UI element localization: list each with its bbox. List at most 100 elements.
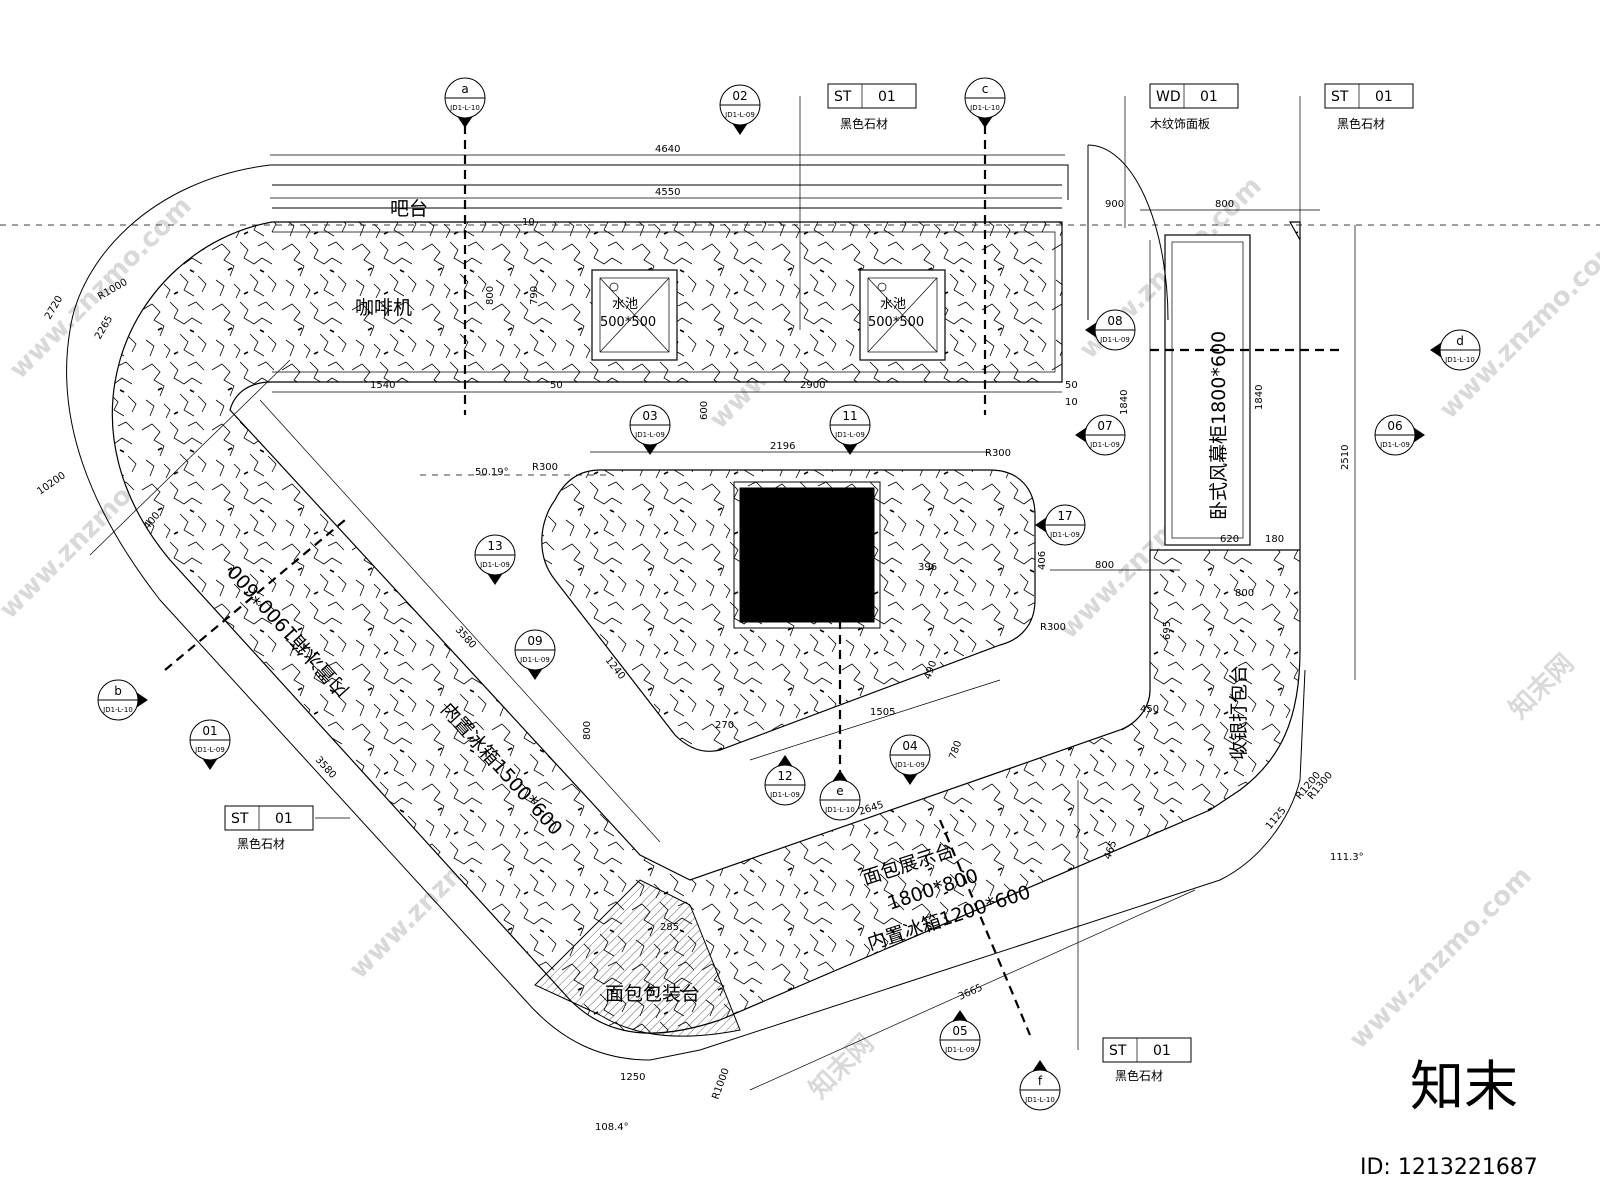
material-tag-1: ST 01 黑色石材 <box>799 83 917 330</box>
tag-desc: 黑色石材 <box>1115 1069 1163 1083</box>
marker-ref: JD1-L-09 <box>894 761 925 769</box>
marker-ref: JD1-L-10 <box>824 806 855 814</box>
dim-text: 3580 <box>453 625 478 651</box>
dim-text: 111.3° <box>1330 852 1364 863</box>
dim-text: 180 <box>1265 534 1284 545</box>
label-sink-right-size: 500*500 <box>868 315 924 330</box>
tag-desc: 木纹饰面板 <box>1150 117 1210 131</box>
marker-ref: JD1-L-09 <box>194 746 225 754</box>
label-horizontal-fridge: 卧式风幕柜1800*600 <box>1208 331 1230 520</box>
dim-text: 1840 <box>1254 385 1265 410</box>
elevation-markers: 02JD1-L-0908JD1-L-0903JD1-L-0911JD1-L-09… <box>189 84 1425 1061</box>
marker-ref: JD1-L-10 <box>1024 1096 1055 1104</box>
marker-label: 02 <box>732 89 747 103</box>
dimension-lines <box>89 154 1356 1091</box>
dim-text: 2265 <box>93 314 115 342</box>
dim-text: 800 <box>1235 588 1254 599</box>
dim-text: R300 <box>985 448 1011 459</box>
marker-label: 11 <box>842 409 857 423</box>
material-tag-4: ST 01 黑色石材 <box>224 805 350 851</box>
marker-label: 04 <box>902 739 917 753</box>
tag-num: 01 <box>1375 89 1393 105</box>
marker-label: 05 <box>952 1024 967 1038</box>
sink-left <box>591 269 678 361</box>
tag-num: 01 <box>1153 1043 1171 1059</box>
dim-text: 285 <box>660 922 679 933</box>
dim-text: 10 <box>522 217 535 228</box>
tag-num: 01 <box>878 89 896 105</box>
marker-label: a <box>461 82 468 96</box>
dim-text: 450 <box>1140 704 1159 715</box>
marker-label: f <box>1038 1074 1043 1088</box>
dim-text: 10 <box>1065 397 1078 408</box>
watermark-text: www.znzmo.com <box>1434 231 1600 425</box>
dim-text: 600 <box>699 401 710 420</box>
dim-text: 800 <box>1095 560 1114 571</box>
material-tag-2: WD 01 木纹饰面板 <box>1124 83 1239 228</box>
marker-ref: JD1-L-09 <box>634 431 665 439</box>
image-id-text: ID: 1213221687 <box>1360 1155 1538 1180</box>
marker-ref: JD1-L-10 <box>102 706 133 714</box>
tag-desc: 黑色石材 <box>1337 117 1385 131</box>
dim-text: 10200 <box>35 470 67 497</box>
dim-text: 2196 <box>770 441 795 452</box>
dim-text: 2900 <box>800 380 825 391</box>
dim-text: 2510 <box>1340 445 1351 470</box>
dim-text: R1000 <box>710 1067 731 1101</box>
dim-text: 108.4° <box>595 1122 629 1133</box>
marker-ref: JD1-L-10 <box>449 104 480 112</box>
dim-text: 3580 <box>313 755 338 781</box>
marker-label: 17 <box>1057 509 1072 523</box>
marker-label: 07 <box>1097 419 1112 433</box>
dim-text: 3665 <box>957 982 985 1002</box>
marker-label: 08 <box>1107 314 1122 328</box>
marker-ref: JD1-L-10 <box>1444 356 1475 364</box>
marker-ref: JD1-L-09 <box>519 656 550 664</box>
dim-text: 4640 <box>655 144 680 155</box>
tag-num: 01 <box>1200 89 1218 105</box>
marker-ref: JD1-L-10 <box>969 104 1000 112</box>
tag-desc: 黑色石材 <box>237 837 285 851</box>
watermark-text: 知末网 <box>804 1029 880 1105</box>
tag-code: ST <box>1331 89 1349 105</box>
tag-code: WD <box>1156 89 1181 105</box>
marker-label: d <box>1456 334 1464 348</box>
island-counter <box>541 469 1036 752</box>
section-lines <box>0 125 1600 1036</box>
dim-text: 1540 <box>370 380 395 391</box>
marker-label: 12 <box>777 769 792 783</box>
label-bar-counter: 吧台 <box>390 198 428 220</box>
label-coffee-machine: 咖啡机 <box>355 297 412 319</box>
dim-text: 900 <box>1105 199 1124 210</box>
dim-text: 1250 <box>620 1072 645 1083</box>
marker-ref: JD1-L-09 <box>944 1046 975 1054</box>
marker-ref: JD1-L-09 <box>769 791 800 799</box>
counter-outline <box>66 164 1306 1061</box>
dim-text: 50 <box>550 380 563 391</box>
dim-text: 790 <box>529 286 540 305</box>
marker-ref: JD1-L-09 <box>1099 336 1130 344</box>
label-packing-table: 面包包装台 <box>605 983 700 1005</box>
door-swing <box>1087 144 1169 321</box>
horizontal-fridge <box>1164 234 1251 546</box>
label-sink-right: 水池 <box>880 297 906 312</box>
tag-code: ST <box>1109 1043 1127 1059</box>
dim-text: R300 <box>1040 622 1066 633</box>
dim-text: 1125 <box>1264 805 1289 832</box>
brand-block: 知末 ID: 1213221687 <box>1360 1055 1538 1180</box>
label-sink-left-size: 500*500 <box>600 315 656 330</box>
